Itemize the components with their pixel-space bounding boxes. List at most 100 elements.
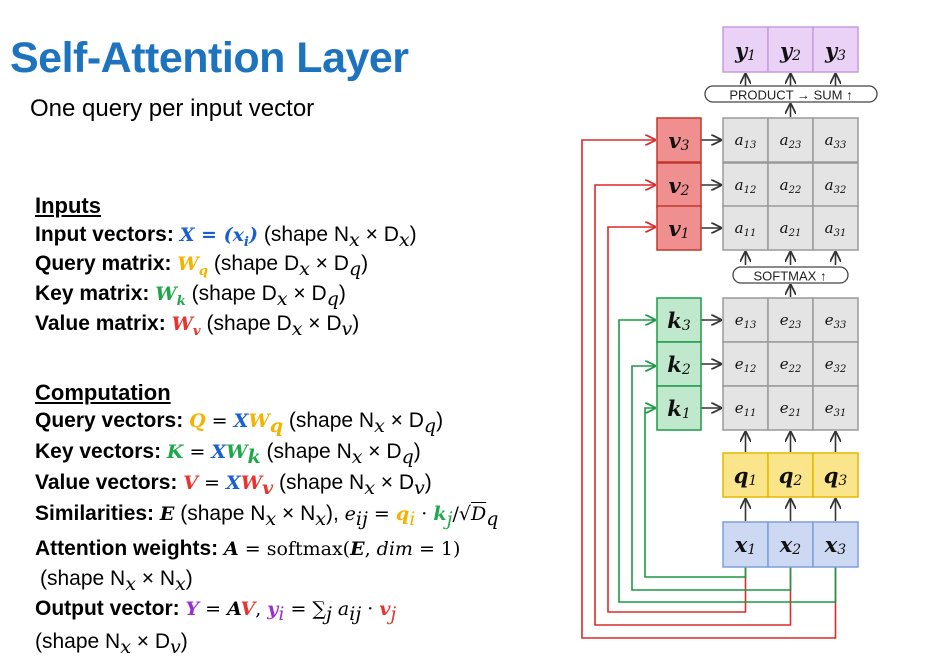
- input-box: [722, 521, 769, 568]
- input-box: [767, 521, 814, 568]
- query-matrix-line: Query matrix: Wq (shape Dx × Dq): [35, 252, 368, 280]
- similarity-cell: [767, 341, 814, 387]
- key-matrix-line: Key matrix: Wk (shape Dx × Dq): [35, 282, 346, 310]
- attention-weights-line: Attention weights: A = softmax(E, dim = …: [35, 537, 460, 561]
- output-box: [722, 26, 769, 73]
- attention-weight-label: a33: [825, 131, 847, 151]
- output-label: y3: [824, 38, 846, 65]
- value-label: v3: [668, 128, 689, 155]
- value-box: [656, 205, 702, 251]
- attention-weight-cell: [722, 205, 769, 251]
- inputs-heading: Inputs: [35, 193, 101, 218]
- query-box: [767, 452, 814, 498]
- input-vectors-shape: (shape Nx × Dx): [263, 223, 417, 252]
- key-label: k3: [667, 308, 691, 335]
- attention-weight-label: a21: [780, 219, 802, 239]
- value-connector-line: [581, 140, 837, 639]
- value-connector-line: [594, 185, 792, 626]
- query-vectors-line: Query vectors: Q = XWq (shape Nx × Dq): [35, 409, 443, 437]
- query-matrix-symbol: Wq: [177, 253, 209, 279]
- similarity-label: e23: [780, 311, 802, 331]
- similarities-symbol: E: [159, 503, 175, 525]
- query-vectors-label: Query vectors:: [35, 409, 184, 432]
- key-box: [656, 385, 702, 431]
- query-matrix-shape: (shape Dx × Dq): [213, 252, 369, 281]
- query-vectors-shape: (shape Nx × Dq): [288, 409, 444, 438]
- similarity-label: e32: [825, 355, 847, 375]
- output-box: [767, 26, 814, 73]
- attention-weight-label: a22: [780, 176, 802, 196]
- similarities-line: Similarities: E (shape Nx × Nx), eij = q…: [35, 502, 498, 530]
- value-matrix-shape: (shape Dx × Dv): [206, 312, 360, 341]
- query-vectors-expr: Q = XWq: [189, 410, 284, 438]
- key-matrix-symbol: Wk: [155, 283, 186, 309]
- attention-weight-label: a12: [735, 176, 757, 196]
- similarity-label: e33: [825, 311, 847, 331]
- attention-weight-cell: [767, 117, 814, 163]
- product-sum-pill: [704, 85, 878, 103]
- key-connector-line: [618, 320, 837, 603]
- query-box: [812, 452, 859, 498]
- similarity-label: e11: [735, 399, 757, 419]
- output-vector-label: Output vector:: [35, 597, 180, 620]
- key-vectors-label: Key vectors:: [35, 440, 162, 463]
- query-label: q2: [779, 463, 803, 490]
- softmax-label: SOFTMAX ↑: [754, 269, 827, 284]
- key-connector-line: [644, 408, 747, 578]
- similarity-label: e21: [780, 399, 802, 419]
- key-label: k1: [667, 396, 690, 423]
- input-vectors-expr: X = (xi): [179, 224, 258, 250]
- similarity-cell: [812, 297, 859, 343]
- input-label: x3: [824, 532, 847, 559]
- key-matrix-shape: (shape Dx × Dq): [191, 282, 346, 311]
- query-matrix-label: Query matrix:: [35, 252, 172, 275]
- page-title: Self-Attention Layer: [10, 34, 409, 82]
- key-vectors-expr: K = XWk: [166, 441, 261, 469]
- page-subtitle: One query per input vector: [30, 95, 315, 122]
- attention-weight-cell: [767, 205, 814, 251]
- output-label: y1: [734, 38, 756, 65]
- similarity-label: e12: [735, 355, 757, 375]
- attention-weight-cell: [812, 117, 859, 163]
- input-box: [812, 521, 859, 568]
- similarity-cell: [722, 341, 769, 387]
- similarity-cell: [812, 385, 859, 431]
- key-box: [656, 341, 702, 387]
- key-vectors-shape: (shape Nx × Dq): [266, 440, 421, 469]
- input-vectors-line: Input vectors: X = (xi) (shape Nx × Dx): [35, 223, 417, 251]
- output-label: y2: [779, 38, 801, 65]
- output-vector-shape: (shape Nx × Dv): [35, 630, 188, 659]
- similarity-label: e31: [825, 399, 847, 419]
- value-label: v2: [668, 173, 689, 200]
- attention-weight-cell: [767, 162, 814, 208]
- query-box: [722, 452, 769, 498]
- similarities-shape: (shape Nx × Nx),: [180, 502, 339, 531]
- query-label: q3: [824, 463, 848, 490]
- input-label: x2: [779, 532, 802, 559]
- similarity-label: e13: [735, 311, 757, 331]
- attention-weight-label: a31: [825, 219, 847, 239]
- value-label: v1: [668, 216, 689, 243]
- computation-heading: Computation: [35, 380, 171, 405]
- key-vectors-line: Key vectors: K = XWk (shape Nx × Dq): [35, 440, 421, 468]
- key-matrix-label: Key matrix:: [35, 282, 150, 305]
- value-matrix-line: Value matrix: Wv (shape Dx × Dv): [35, 312, 359, 340]
- similarity-cell: [767, 297, 814, 343]
- attention-weights-label: Attention weights:: [35, 537, 219, 560]
- attention-weight-cell: [722, 162, 769, 208]
- attention-weight-label: a13: [735, 131, 757, 151]
- query-label: q1: [734, 463, 758, 490]
- attention-weight-cell: [812, 162, 859, 208]
- attention-weight-label: a11: [735, 219, 757, 239]
- similarities-formula: eij = qi · kj/√Dq: [344, 503, 499, 531]
- key-connector-line: [631, 366, 792, 591]
- similarities-label: Similarities:: [35, 502, 155, 525]
- softmax-pill: [732, 266, 849, 284]
- input-label: x1: [734, 532, 756, 559]
- value-matrix-label: Value matrix:: [35, 312, 166, 335]
- similarity-cell: [767, 385, 814, 431]
- attention-weight-cell: [722, 117, 769, 163]
- product-sum-label: PRODUCT → SUM ↑: [729, 88, 852, 103]
- output-vector-formula: Y = AV, yi = ∑j aij · vj: [185, 598, 397, 626]
